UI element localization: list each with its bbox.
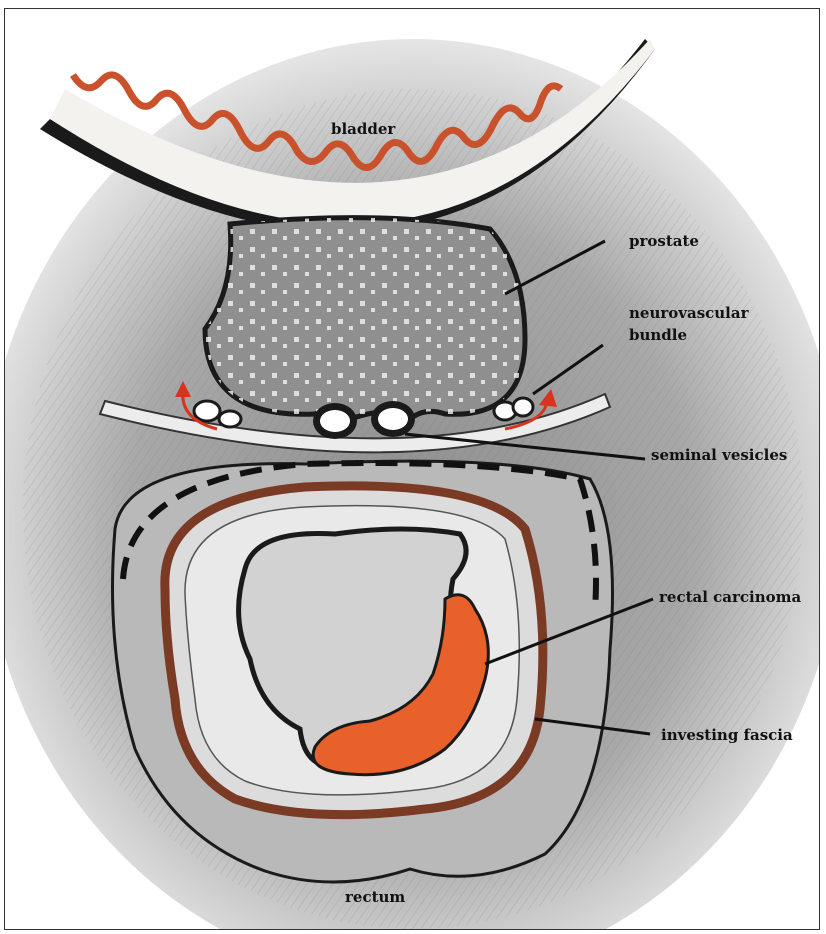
label-neurovascular: neurovascular (629, 303, 749, 323)
label-rectum: rectum (345, 887, 405, 907)
label-rectal-carcinoma: rectal carcinoma (659, 587, 801, 607)
label-investing-fascia: investing fascia (661, 725, 793, 745)
label-bladder: bladder (331, 119, 395, 139)
anatomy-illustration (5, 9, 820, 930)
prostate (205, 218, 525, 419)
label-seminal-vesicles: seminal vesicles (651, 445, 787, 465)
label-prostate: prostate (629, 231, 699, 251)
label-bundle: bundle (629, 325, 687, 345)
figure-frame: bladder prostate neurovascular bundle se… (4, 8, 820, 930)
